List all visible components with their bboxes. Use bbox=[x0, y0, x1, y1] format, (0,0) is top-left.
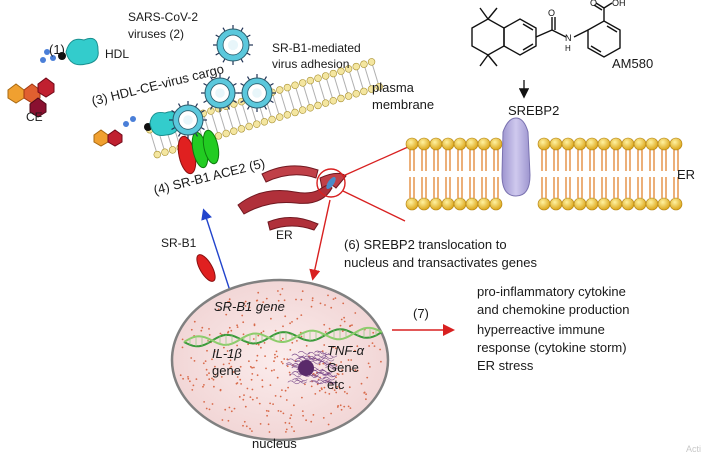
outcome-line2: and chemokine production bbox=[477, 302, 630, 317]
adhesion-label-line1: SR-B1-mediated bbox=[272, 41, 361, 55]
ce-molecule-top bbox=[7, 77, 55, 118]
er-membrane-bilayer bbox=[405, 137, 683, 211]
zoom-line-bottom bbox=[342, 190, 406, 222]
srb1-gene-label: SR-B1 gene bbox=[214, 299, 285, 314]
am580-carbonyl-label: O bbox=[590, 0, 597, 8]
srebp2-label: SREBP2 bbox=[508, 103, 560, 118]
am580-structure bbox=[471, 2, 621, 67]
am580-nh-label: N bbox=[565, 33, 572, 43]
step6-label-line2: nucleus and transactivates genes bbox=[344, 255, 537, 270]
dna-helix-strand-a bbox=[183, 328, 383, 348]
sars-label-line2: viruses (2) bbox=[128, 27, 185, 41]
step1-label: (1) bbox=[49, 42, 65, 57]
am580-h-label: H bbox=[565, 44, 571, 53]
outcome-line5: ER stress bbox=[477, 358, 534, 373]
dna-helix-rungs bbox=[189, 327, 377, 347]
nucleus bbox=[170, 278, 390, 442]
hdl-particle-top bbox=[40, 37, 99, 66]
srb1-free-label: SR-B1 bbox=[161, 236, 197, 250]
nucleus-label: nucleus bbox=[252, 436, 297, 451]
tnfa-label-line1: TNF-α bbox=[327, 343, 365, 358]
srebp2-small-marker bbox=[326, 177, 336, 189]
step7-label: (7) bbox=[413, 306, 429, 321]
plasma-label-line2: membrane bbox=[372, 97, 435, 112]
er-small bbox=[237, 165, 347, 231]
adhesion-label-line2: virus adhesion bbox=[272, 57, 350, 71]
srb1-expression-arrow bbox=[201, 208, 233, 298]
sars-label-line1: SARS-CoV-2 bbox=[128, 10, 199, 24]
plasma-label-line1: plasma bbox=[372, 80, 414, 95]
srebp2-translocation-arrow bbox=[309, 199, 331, 281]
outcome-line1: pro-inflammatory cytokine bbox=[477, 284, 626, 299]
outcome-line4: response (cytokine storm) bbox=[477, 340, 627, 355]
srb1-free-receptor bbox=[196, 254, 216, 282]
nucleolus bbox=[298, 360, 314, 376]
am580-oxygen-label: O bbox=[548, 8, 555, 18]
tnfa-label-line3: etc bbox=[327, 377, 345, 392]
il1b-label-line1: IL-1β bbox=[212, 346, 242, 361]
hdl-ce-virus-cargo bbox=[93, 111, 179, 147]
tnfa-label-line2: Gene bbox=[327, 360, 359, 375]
il1b-label-line2: gene bbox=[212, 363, 241, 378]
step6-label-line1: (6) SREBP2 translocation to bbox=[344, 237, 507, 252]
am580-hydroxyl-label: OH bbox=[612, 0, 626, 8]
er-zoom-circle bbox=[316, 168, 346, 198]
ce-label: CE bbox=[26, 110, 43, 124]
dna-helix-strand-b bbox=[183, 326, 383, 346]
ace2-receptor bbox=[191, 129, 220, 169]
er-right-label: ER bbox=[677, 167, 696, 182]
er-small-label: ER bbox=[276, 228, 293, 242]
srebp2-protein bbox=[501, 117, 531, 197]
watermark: Acti bbox=[686, 444, 701, 454]
sars-cov-2-viruses bbox=[169, 25, 276, 139]
am580-label: AM580 bbox=[612, 56, 654, 71]
outcome-line3: hyperreactive immune bbox=[477, 322, 605, 337]
hdl-label: HDL bbox=[105, 47, 130, 61]
zoom-line-top bbox=[342, 146, 409, 177]
